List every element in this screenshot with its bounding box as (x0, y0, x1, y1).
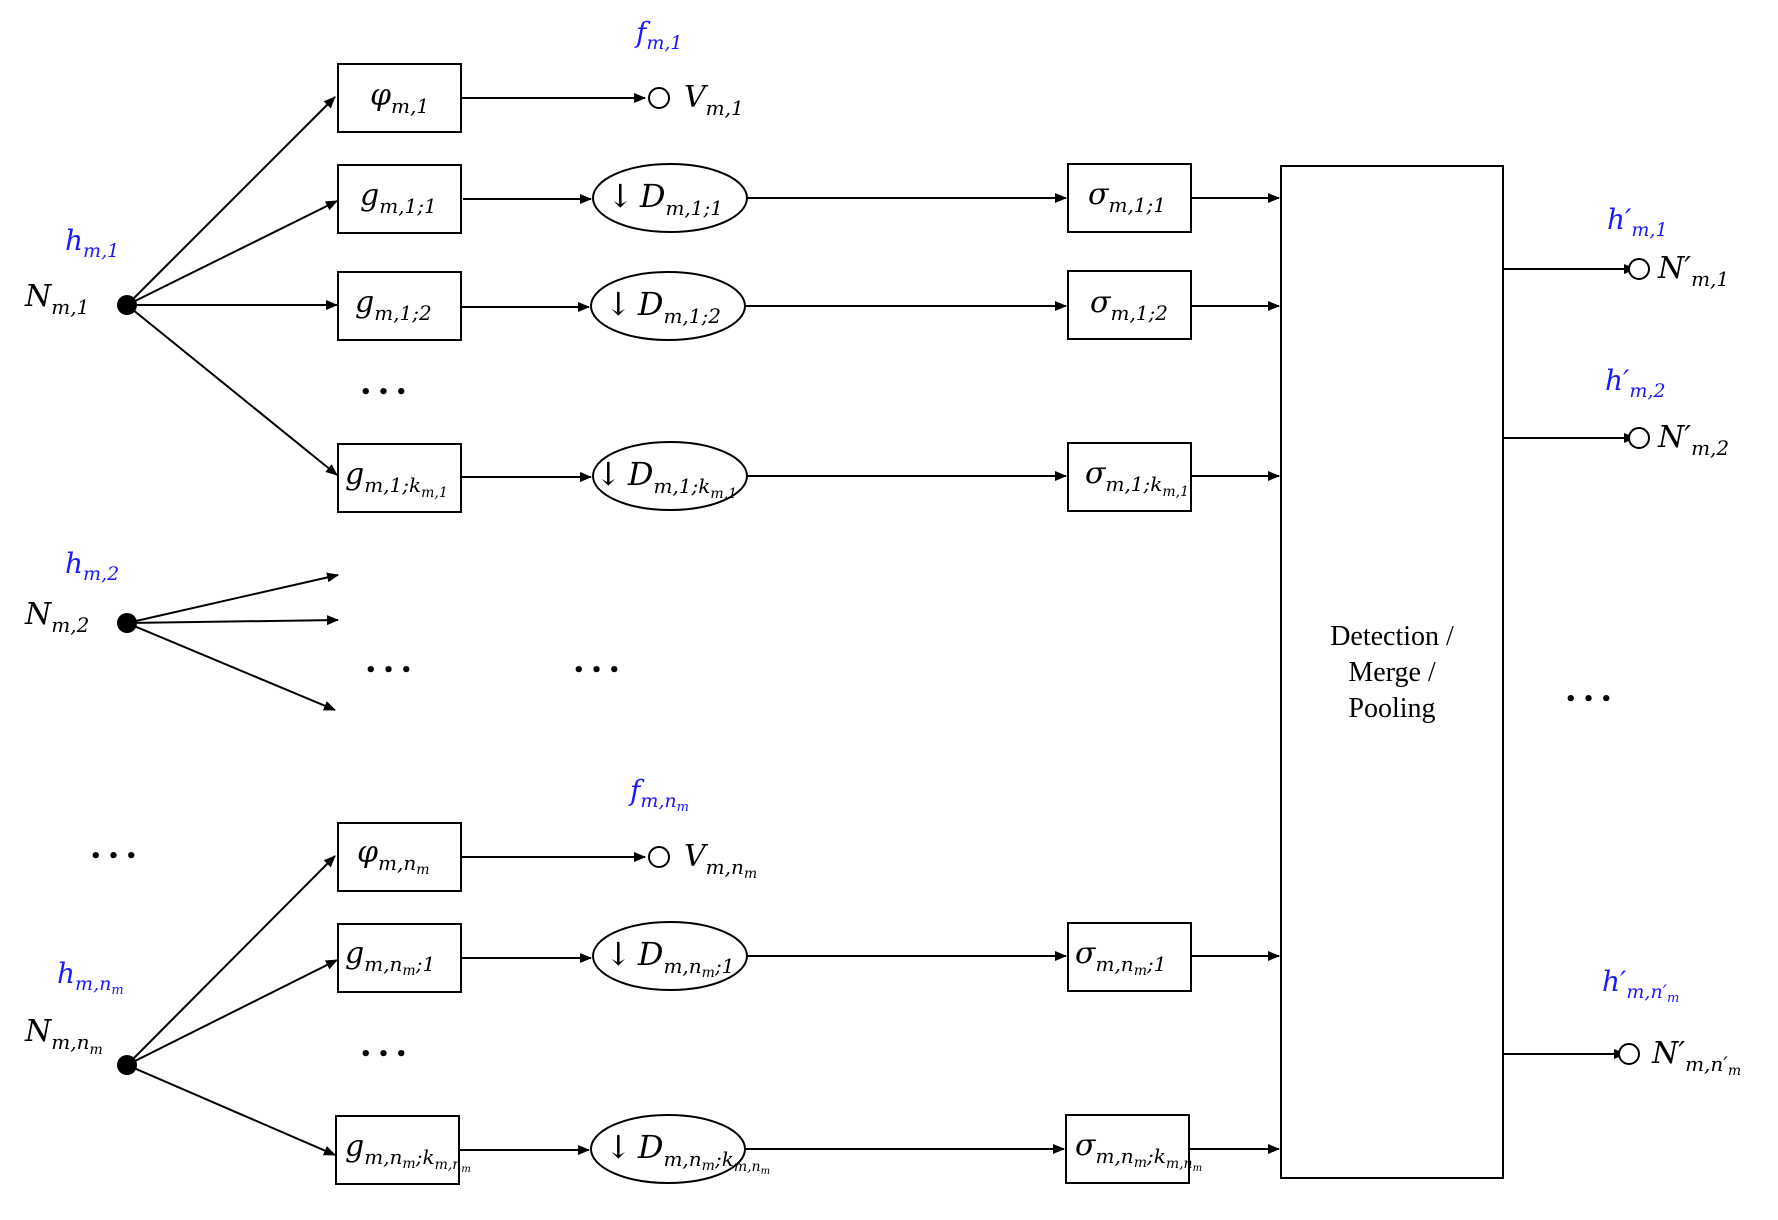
merge-block-line2: Merge / (1348, 657, 1436, 688)
box-gnk: gm,nm;km,nm (335, 1115, 471, 1185)
sigma-s12: σm,1;2 (1067, 270, 1192, 340)
output-on-label: N′m,n′m (1651, 1036, 1741, 1079)
svg-text:σm,1;1: σm,1;1 (1088, 177, 1166, 217)
output-o2-terminal (1628, 427, 1650, 449)
sigma-s11: σm,1;1 (1067, 163, 1192, 233)
box-phin: φm,nm (337, 822, 462, 892)
svg-text:σm,nm;km,nm: σm,nm;km,nm (1075, 1128, 1202, 1174)
svg-text:φm,1: φm,1 (370, 78, 429, 118)
svg-text:σm,1;km,1: σm,1;km,1 (1085, 456, 1189, 500)
svg-text:gm,1;1: gm,1;1 (360, 178, 437, 218)
svg-text:↓Dm,1;km,1: ↓Dm,1;km,1 (595, 455, 737, 502)
svg-text:σm,1;2: σm,1;2 (1090, 285, 1168, 325)
input-node-nn-dot (117, 1055, 137, 1075)
output-on-terminal (1618, 1043, 1640, 1065)
svg-text:↓Dm,nm;km,nm: ↓Dm,nm;km,nm (605, 1128, 770, 1177)
output-o1-label: N′m,1 (1657, 251, 1729, 291)
input-node-n1-label: Nm,1 (24, 279, 89, 319)
merge-block-line1: Detection / (1330, 621, 1454, 652)
box-phi1: φm,1 (337, 63, 462, 133)
fanout-n1-wires (126, 96, 338, 476)
output-vn-terminal (648, 846, 670, 868)
downsampler-dn1: ↓Dm,nm;1 (592, 921, 748, 991)
ellipsis-n2-left: • • • (365, 660, 412, 681)
output-vn-label: Vm,nm (684, 839, 757, 882)
box-g12: gm,1;2 (337, 271, 462, 341)
svg-text:gm,1;km,1: gm,1;km,1 (345, 457, 448, 501)
box-g11: gm,1;1 (337, 164, 462, 234)
svg-text:gm,nm;1: gm,nm;1 (345, 936, 435, 979)
output-o2-h-label: h′m,2 (1605, 364, 1666, 402)
sigma-sn1: σm,nm;1 (1067, 922, 1192, 992)
svg-text:↓Dm,nm;1: ↓Dm,nm;1 (605, 935, 734, 981)
input-node-nn-label: Nm,nm (24, 1014, 103, 1058)
ellipsis-g-rows-n: • • • (360, 1044, 407, 1065)
ellipsis-n2-right: • • • (573, 660, 620, 681)
input-node-n2-dot (117, 613, 137, 633)
ellipsis-input-nodes: • • • (90, 846, 137, 867)
downsampler-d12: ↓Dm,1;2 (590, 271, 746, 341)
sigma-s1k: σm,1;km,1 (1067, 442, 1192, 512)
merge-block: Detection / Merge / Pooling (1280, 165, 1504, 1179)
output-v1-terminal (648, 87, 670, 109)
input-node-n2-h-label: hm,2 (65, 547, 119, 585)
input-node-nn-h-label: hm,nm (57, 957, 124, 998)
ellipsis-outputs: • • • (1565, 689, 1612, 710)
output-o2-label: N′m,2 (1657, 420, 1729, 460)
svg-text:gm,nm;km,nm: gm,nm;km,nm (345, 1129, 471, 1175)
svg-text:φm,nm: φm,nm (357, 835, 430, 878)
svg-text:↓Dm,1;1: ↓Dm,1;1 (607, 177, 723, 220)
box-gn1: gm,nm;1 (337, 923, 462, 993)
chain-wires (459, 93, 1636, 1155)
downsampler-d1k: ↓Dm,1;km,1 (592, 441, 748, 511)
output-v1-f-label: fm,1 (634, 16, 683, 54)
input-node-n1-dot (117, 295, 137, 315)
output-on-h-label: h′m,n′m (1602, 965, 1679, 1006)
ellipsis-g-rows-1: • • • (360, 382, 407, 403)
box-g1k: gm,1;km,1 (337, 443, 462, 513)
svg-text:σm,nm;1: σm,nm;1 (1075, 936, 1166, 979)
fanout-n2-wires (126, 572, 339, 711)
svg-text:gm,1;2: gm,1;2 (355, 285, 432, 325)
merge-block-line3: Pooling (1348, 693, 1435, 724)
downsampler-d11: ↓Dm,1;1 (592, 163, 748, 233)
svg-text:↓Dm,1;2: ↓Dm,1;2 (605, 285, 721, 328)
sigma-snk: σm,nm;km,nm (1065, 1114, 1202, 1184)
output-vn-f-label: fm,nm (628, 774, 689, 815)
output-o1-terminal (1628, 258, 1650, 280)
output-v1-label: Vm,1 (684, 80, 744, 120)
downsampler-dnk: ↓Dm,nm;km,nm (590, 1114, 770, 1184)
input-node-n1-h-label: hm,1 (65, 224, 119, 262)
input-node-n2-label: Nm,2 (24, 597, 89, 637)
output-o1-h-label: h′m,1 (1607, 203, 1668, 241)
fanout-nn-wires (126, 855, 338, 1156)
